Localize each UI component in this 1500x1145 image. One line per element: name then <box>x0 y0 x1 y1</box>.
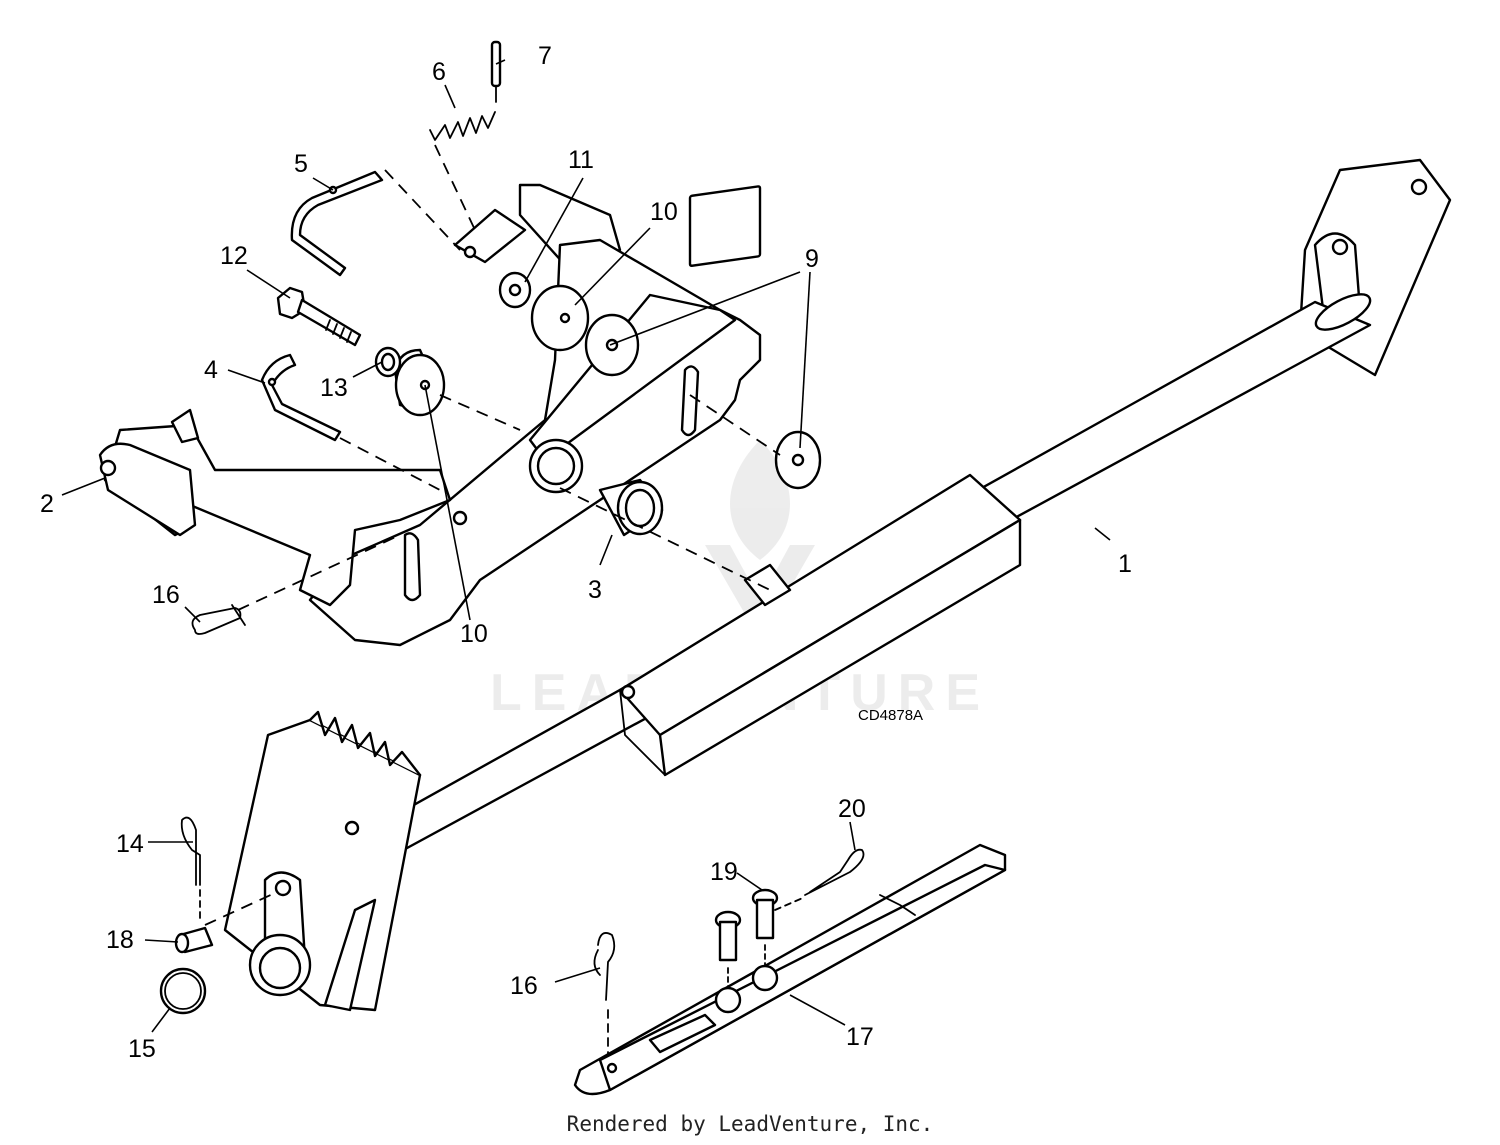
part-18-clevis-pin <box>174 926 214 954</box>
part-13-lock-washer <box>374 346 402 378</box>
callout-16-lower: 16 <box>510 972 538 1000</box>
callout-19: 19 <box>710 858 738 886</box>
part-4-handle <box>260 353 441 491</box>
part-10-spacer-lower <box>393 348 521 431</box>
part-19-clevis-pin-a <box>714 910 742 1014</box>
part-6-spring <box>429 111 496 231</box>
part-14-hairpin-clip <box>180 816 201 921</box>
callout-3: 3 <box>588 576 602 604</box>
callout-13: 13 <box>320 374 348 402</box>
part-9-washer-lower <box>689 394 822 490</box>
callout-7: 7 <box>538 42 552 70</box>
part-3-bushing <box>559 478 792 607</box>
part-17-link-bar <box>573 843 1007 1096</box>
callout-5: 5 <box>294 150 308 178</box>
callout-18: 18 <box>106 926 134 954</box>
watermark-logo <box>705 440 815 640</box>
callout-16-upper: 16 <box>152 581 180 609</box>
callout-11: 11 <box>568 146 594 174</box>
callout-10-upper: 10 <box>650 198 678 226</box>
part-16-spring-clip-upper <box>191 534 401 635</box>
callout-10-lower: 10 <box>460 620 488 648</box>
callout-17: 17 <box>846 1023 874 1051</box>
part-11-nut <box>498 271 532 309</box>
callout-20: 20 <box>838 795 866 823</box>
part-7-pin <box>490 40 502 103</box>
callout-1: 1 <box>1118 550 1132 578</box>
part-2-lever-frame <box>98 183 762 647</box>
part-15-snap-ring <box>159 967 207 1015</box>
figure-id: CD4878A <box>858 707 923 724</box>
callout-6: 6 <box>432 58 446 86</box>
leader-lines <box>61 59 1111 1033</box>
callout-12: 12 <box>220 242 248 270</box>
credit-line: Rendered by LeadVenture, Inc. <box>566 1112 934 1136</box>
callout-14: 14 <box>116 830 144 858</box>
part-12-bolt <box>276 286 362 347</box>
callout-2: 2 <box>40 490 54 518</box>
callout-15: 15 <box>128 1035 156 1063</box>
callout-labels: 1 2 3 4 5 6 7 9 10 10 11 12 13 14 15 16 … <box>40 42 1132 1063</box>
part-1-shaft-assembly <box>204 158 1452 1012</box>
part-5-handle <box>290 169 461 277</box>
part-16-spring-clip-lower <box>593 932 616 1061</box>
part-20-hairpin-clip <box>774 848 865 911</box>
part-10-spacer-upper <box>530 284 590 352</box>
callout-9: 9 <box>805 245 819 273</box>
callout-4: 4 <box>204 356 218 384</box>
part-19-clevis-pin-b <box>751 888 779 992</box>
